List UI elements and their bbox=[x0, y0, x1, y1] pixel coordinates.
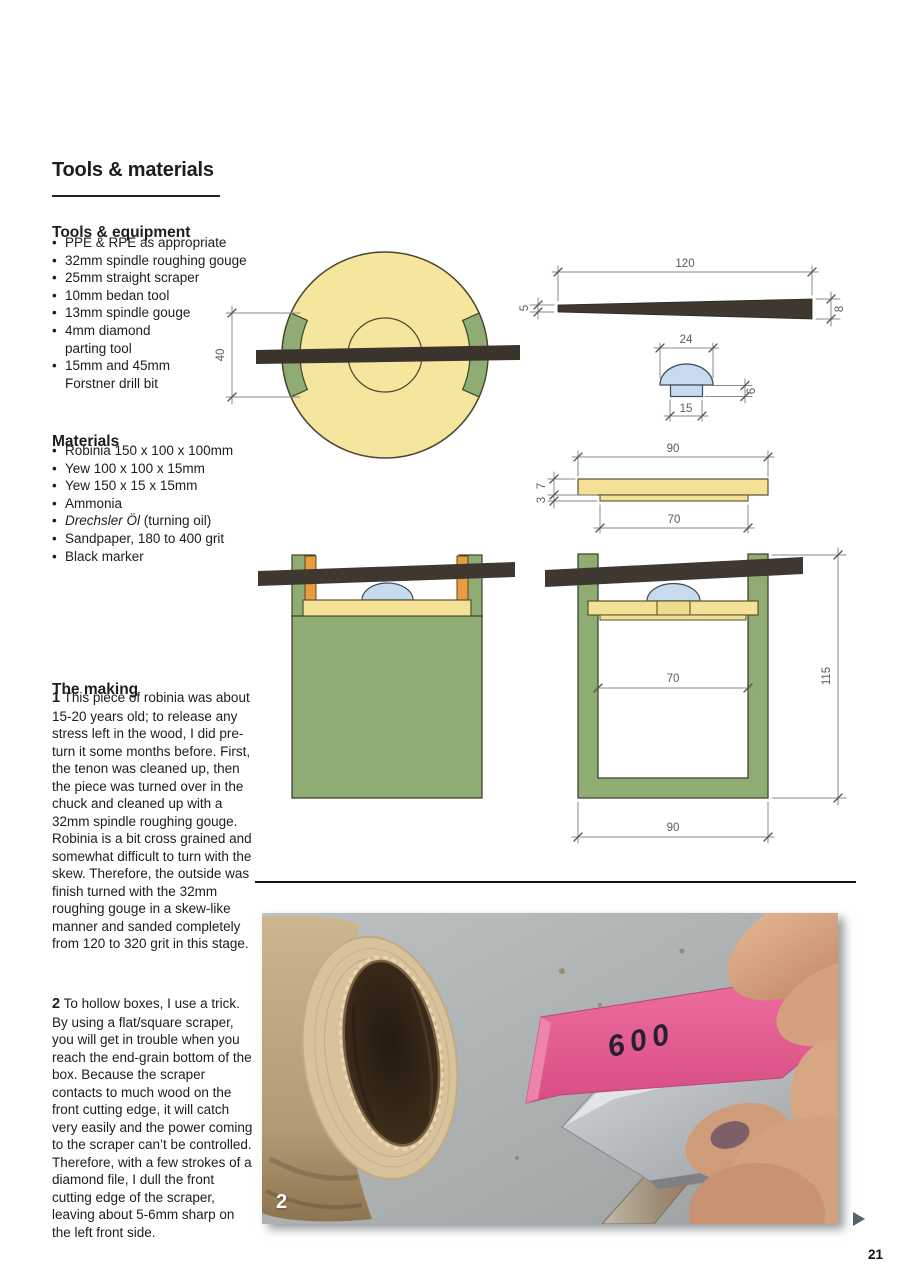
drawing-lid-section: 90 70 7 3 bbox=[536, 443, 775, 534]
step-number: 2 bbox=[52, 996, 61, 1012]
tools-equipment-list: PPE & RPE as appropriate 32mm spindle ro… bbox=[52, 234, 260, 392]
drawing-box-top-view: 40 bbox=[215, 251, 520, 459]
dim-label: 70 bbox=[667, 673, 680, 685]
dim-label: 40 bbox=[215, 349, 227, 362]
list-item: PPE & RPE as appropriate bbox=[52, 234, 260, 252]
list-item: Black marker bbox=[52, 548, 260, 566]
dim-label: 90 bbox=[667, 822, 680, 834]
page-title: Tools & materials bbox=[52, 159, 220, 198]
step-text: To hollow boxes, I use a trick. By using… bbox=[52, 996, 253, 1240]
making-step-2: 2 To hollow boxes, I use a trick. By usi… bbox=[52, 995, 255, 1241]
dim-label: 7 bbox=[536, 483, 548, 489]
list-item: 25mm straight scraper bbox=[52, 269, 260, 287]
dim-label: 8 bbox=[834, 306, 846, 312]
photo-step-label: 2 bbox=[276, 1191, 288, 1213]
drawing-box-section-view: 70 115 90 bbox=[545, 547, 847, 844]
dim-label: 15 bbox=[680, 403, 693, 415]
list-item: 15mm and 45mm Forstner drill bit bbox=[52, 357, 260, 392]
next-page-arrow-icon bbox=[853, 1212, 865, 1226]
dim-label: 115 bbox=[821, 667, 833, 685]
list-item: Yew 150 x 15 x 15mm bbox=[52, 477, 260, 495]
page-number: 21 bbox=[868, 1247, 884, 1262]
list-item: 32mm spindle roughing gouge bbox=[52, 252, 260, 270]
oil-note: (turning oil) bbox=[140, 513, 212, 529]
section-divider bbox=[255, 881, 856, 883]
drawing-stick-side-view: 120 5 8 bbox=[519, 258, 846, 327]
dim-label: 5 bbox=[519, 305, 531, 311]
bruised-fingernail bbox=[710, 1121, 750, 1149]
the-making-heading: The making bbox=[52, 680, 139, 698]
step-photo: 600 2 bbox=[262, 881, 905, 1263]
making-step-1: 1 This piece of robinia was about 15-20 … bbox=[52, 689, 255, 953]
step-text: This piece of robinia was about 15-20 ye… bbox=[52, 690, 252, 951]
dim-label: 90 bbox=[667, 443, 680, 455]
diamond-file: 600 bbox=[525, 970, 839, 1104]
list-item: 13mm spindle gouge bbox=[52, 304, 260, 322]
step-number: 1 bbox=[52, 690, 61, 706]
wood-cylinder bbox=[262, 915, 459, 1222]
dim-label: 24 bbox=[680, 334, 693, 346]
materials-list: Robinia 150 x 100 x 100mm Yew 100 x 100 … bbox=[52, 442, 260, 565]
list-item: 10mm bedan tool bbox=[52, 287, 260, 305]
list-item: Drechsler Öl (turning oil) bbox=[52, 512, 260, 530]
photo-illustration: 600 bbox=[262, 881, 905, 1263]
dim-label: 6 bbox=[746, 388, 758, 394]
oil-name: Drechsler Öl bbox=[65, 513, 141, 529]
list-item: Sandpaper, 180 to 400 grit bbox=[52, 530, 260, 548]
list-item: Ammonia bbox=[52, 495, 260, 513]
drawing-box-front-view bbox=[258, 554, 515, 799]
list-item: Yew 100 x 100 x 15mm bbox=[52, 460, 260, 478]
list-item: 4mm diamond parting tool bbox=[52, 322, 260, 357]
dim-label: 70 bbox=[668, 514, 681, 526]
drawing-knob-side-view: 24 15 6 bbox=[653, 334, 758, 422]
dim-label: 120 bbox=[675, 258, 694, 270]
list-item: Robinia 150 x 100 x 100mm bbox=[52, 442, 260, 460]
dim-label: 3 bbox=[536, 497, 548, 503]
